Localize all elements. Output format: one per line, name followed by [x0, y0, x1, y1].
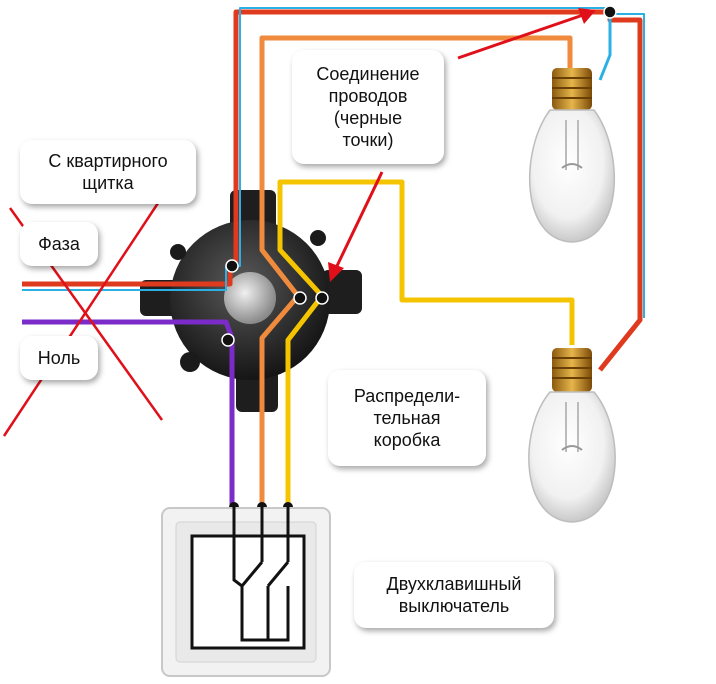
phase-wire — [22, 9, 643, 372]
light-bulb-icon — [528, 68, 616, 243]
from-panel-text: С квартирного щитка — [48, 151, 168, 193]
junction-box-label: Распредели- тельная коробка — [328, 370, 486, 466]
light-bulb-icon — [528, 348, 616, 523]
phase-label: Фаза — [20, 222, 98, 266]
connection-dot — [293, 291, 307, 305]
double-switch-label: Двухклавишный выключатель — [354, 562, 554, 628]
top-bulb-feed-wire — [598, 12, 612, 81]
connection-dot — [603, 5, 617, 19]
junction-box-text: Распредели- тельная коробка — [353, 386, 461, 450]
arrow-icon — [328, 8, 596, 282]
connection-dot — [315, 291, 329, 305]
neutral-text: Ноль — [37, 348, 81, 368]
phase-text: Фаза — [38, 234, 80, 254]
from-panel-label: С квартирного щитка — [20, 140, 196, 204]
neutral-wire — [22, 319, 235, 505]
neutral-run-wire — [22, 7, 645, 318]
double-switch-icon — [161, 507, 331, 677]
connection-dot — [225, 259, 239, 273]
switched-wire-2 — [277, 179, 575, 505]
neutral-label: Ноль — [20, 336, 98, 380]
wire-connection-text: Соединение проводов (черные точки) — [316, 64, 420, 150]
switched-wire-1 — [259, 35, 573, 505]
connection-dot — [221, 333, 235, 347]
double-switch-text: Двухклавишный выключатель — [386, 574, 522, 616]
wire-connection-label: Соединение проводов (черные точки) — [292, 50, 444, 164]
